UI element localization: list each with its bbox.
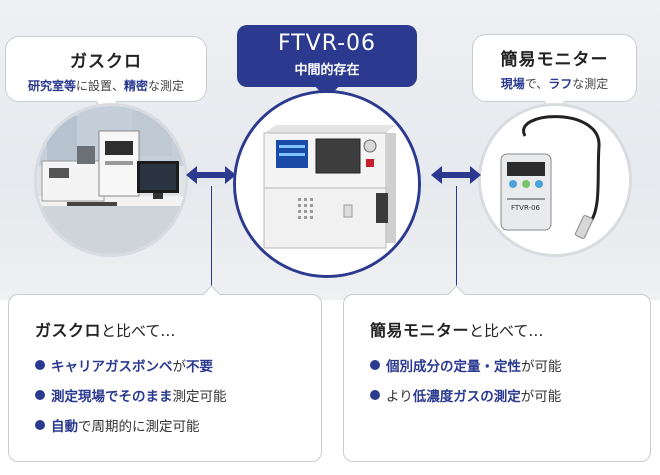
card-heading-suffix: と比べて… — [101, 322, 176, 340]
card-heading-suffix: と比べて… — [469, 322, 544, 340]
item-text-part: 低濃度ガスの測定 — [412, 389, 521, 405]
item-text-part: より — [386, 389, 413, 405]
simple-monitor-photo: FTVR-06 — [478, 103, 632, 257]
item-text-part: で周期的に測定可能 — [78, 419, 200, 435]
advantage-list: キャリアガスボンベが不要 測定現場でそのまま測定可能 自動で周期的に測定可能 — [35, 355, 321, 435]
card-heading-subject: 簡易モニター — [370, 321, 470, 340]
subtitle-part: 精密 — [124, 79, 149, 93]
device-label: FTVR-06 — [511, 204, 541, 212]
bullet-icon — [35, 390, 45, 400]
list-item: より低濃度ガスの測定が可能 — [370, 385, 650, 405]
bullet-icon — [35, 420, 45, 430]
subtitle-part: で、 — [524, 77, 549, 91]
product-role: 中間的存在 — [294, 63, 360, 78]
item-text-part: 測定可能 — [172, 389, 227, 405]
bubble-subtitle: 研究室等に設置、精密な測定 — [6, 77, 206, 94]
item-text-part: が — [172, 359, 187, 375]
item-text-part: が可能 — [521, 359, 562, 375]
subtitle-part: ラフ — [548, 77, 573, 91]
bullet-icon — [370, 360, 380, 370]
list-item: 自動で周期的に測定可能 — [35, 415, 321, 435]
subtitle-part: に設置、 — [75, 79, 124, 93]
gas-chromatograph-photo — [34, 103, 188, 257]
bubble-title: 簡易モニター — [500, 50, 609, 70]
card-heading: ガスクロと比べて… — [35, 317, 321, 341]
subtitle-part: 研究室等 — [27, 79, 76, 93]
comparison-card-simple-monitor: 簡易モニターと比べて… 個別成分の定量・定性が可能 より低濃度ガスの測定が可能 — [343, 294, 651, 462]
item-text-part: が可能 — [520, 389, 562, 405]
advantage-list: 個別成分の定量・定性が可能 より低濃度ガスの測定が可能 — [370, 355, 650, 405]
gas-chromatograph-bubble: ガスクロ 研究室等に設置、精密な測定 — [5, 36, 207, 102]
item-text-part: 測定現場でそのまま — [51, 389, 173, 405]
product-name: FTVR-06 — [277, 31, 377, 56]
list-item: 測定現場でそのまま測定可能 — [35, 385, 321, 405]
bubble-title: ガスクロ — [70, 52, 142, 72]
bullet-icon — [35, 360, 45, 370]
subtitle-part: 現場 — [500, 77, 525, 91]
monitor-illustration: FTVR-06 — [481, 106, 629, 254]
right-connector-line — [456, 186, 457, 291]
device-illustration — [236, 93, 418, 275]
item-text-part: 自動 — [51, 419, 78, 435]
subtitle-part: な測定 — [572, 77, 609, 91]
item-text-part: 不要 — [186, 359, 213, 375]
item-text-part: キャリアガスボンベ — [51, 359, 173, 375]
card-heading: 簡易モニターと比べて… — [370, 317, 650, 341]
right-double-arrow-icon — [431, 166, 481, 184]
card-heading-subject: ガスクロ — [35, 321, 102, 340]
item-text-part: 個別成分の定量・定性 — [386, 359, 521, 375]
ftvr-device-photo — [233, 90, 421, 278]
list-item: 個別成分の定量・定性が可能 — [370, 355, 650, 375]
comparison-card-gas-chromatograph: ガスクロと比べて… キャリアガスボンベが不要 測定現場でそのまま測定可能 自動で… — [8, 294, 322, 462]
left-double-arrow-icon — [186, 166, 236, 184]
subtitle-part: な測定 — [148, 79, 185, 93]
left-connector-line — [211, 186, 212, 291]
list-item: キャリアガスボンベが不要 — [35, 355, 321, 375]
lab-illustration — [37, 106, 185, 254]
bubble-subtitle: 現場で、ラフな測定 — [473, 75, 636, 92]
bullet-icon — [370, 390, 380, 400]
